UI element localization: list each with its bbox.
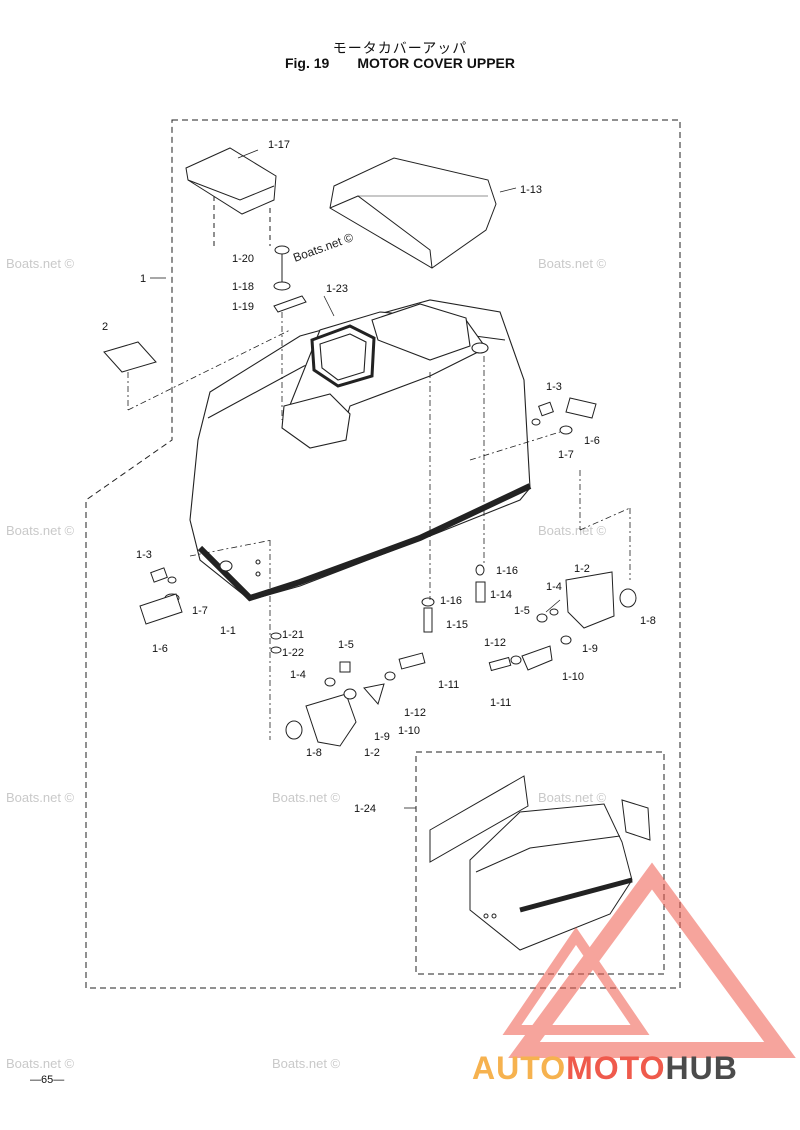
label-1-3: 1-3 <box>546 381 562 393</box>
label-1-23: 1-23 <box>326 283 348 295</box>
label-1-14: 1-14 <box>490 589 512 601</box>
part-motor-cover-upper <box>189 299 532 602</box>
watermark-text: Boats.net © <box>538 256 607 271</box>
watermark-text: Boats.net © <box>272 1056 341 1071</box>
part-decal <box>103 341 157 373</box>
page-number: —65— <box>30 1074 65 1086</box>
label-1-11: 1-11 <box>490 697 511 709</box>
label-1-5: 1-5 <box>338 639 354 651</box>
watermark-text: Boats.net © <box>538 523 607 538</box>
label-1: 1 <box>140 273 146 285</box>
part-left-hardware <box>139 560 233 625</box>
label-1-5: 1-5 <box>514 605 530 617</box>
label-1-8: 1-8 <box>306 747 322 759</box>
label-1-22: 1-22 <box>282 647 304 659</box>
label-1-1: 1-1 <box>220 625 236 637</box>
label-1-7: 1-7 <box>558 449 574 461</box>
watermark-text: Boats.net © <box>6 1056 75 1071</box>
label-1-6: 1-6 <box>584 435 600 447</box>
title-japanese: モータカバーアッパ <box>332 41 468 57</box>
label-1-18: 1-18 <box>232 281 254 293</box>
label-1-4: 1-4 <box>290 669 306 681</box>
brand-hub: HUB <box>665 1050 738 1086</box>
watermark-text: Boats.net © <box>6 523 75 538</box>
part-right-hardware <box>421 397 637 672</box>
label-1-12: 1-12 <box>484 637 506 649</box>
label-1-9: 1-9 <box>374 731 390 743</box>
leader-lines <box>127 312 631 740</box>
label-1-8: 1-8 <box>640 615 656 627</box>
label-1-16: 1-16 <box>496 565 518 577</box>
watermark-text: Boats.net © <box>291 230 355 265</box>
label-1-2: 1-2 <box>364 747 380 759</box>
decal-kit-boundary <box>415 751 665 975</box>
label-1-13: 1-13 <box>520 184 542 196</box>
label-1-12: 1-12 <box>404 707 426 719</box>
brand-logo-text: AUTOMOTOHUB <box>472 1050 738 1087</box>
part-pin-assembly <box>273 245 307 313</box>
label-1-20: 1-20 <box>232 253 254 265</box>
part-decal-set <box>429 775 651 951</box>
label-1-11: 1-11 <box>438 679 459 691</box>
label-1-9: 1-9 <box>582 643 598 655</box>
watermark-text: Boats.net © <box>6 256 75 271</box>
label-1-7: 1-7 <box>192 605 208 617</box>
label-1-3: 1-3 <box>136 549 152 561</box>
label-1-16: 1-16 <box>440 595 462 607</box>
label-2: 2 <box>102 321 108 333</box>
part-rear-cover <box>329 157 497 269</box>
watermark-text: Boats.net © <box>6 790 75 805</box>
label-1-15: 1-15 <box>446 619 468 631</box>
label-1-17: 1-17 <box>268 139 290 151</box>
label-1-6: 1-6 <box>152 643 168 655</box>
label-1-24: 1-24 <box>354 803 376 815</box>
label-1-10: 1-10 <box>562 671 584 683</box>
assembly-boundary <box>85 119 681 989</box>
brand-moto: MOTO <box>566 1050 666 1086</box>
callout-labels: 1-17 1-13 1-20 1-18 1-19 1 1-23 2 1-3 1-… <box>102 139 656 815</box>
label-1-10: 1-10 <box>398 725 420 737</box>
figure-number: Fig. 19 <box>284 55 330 71</box>
watermark-text: Boats.net © <box>272 790 341 805</box>
part-cover-plate <box>185 147 277 246</box>
brand-auto: AUTO <box>472 1050 567 1086</box>
figure-title: Fig. 19 MOTOR COVER UPPER <box>0 55 800 71</box>
brand-logo-triangle <box>502 862 796 1058</box>
label-1-21: 1-21 <box>282 629 304 641</box>
callout-leaders <box>150 149 561 809</box>
part-lower-bracket <box>270 632 426 747</box>
label-1-19: 1-19 <box>232 301 254 313</box>
watermark-text: Boats.net © <box>538 790 607 805</box>
label-1-2: 1-2 <box>574 563 590 575</box>
figure-name: MOTOR COVER UPPER <box>357 55 515 71</box>
label-1-4: 1-4 <box>546 581 562 593</box>
